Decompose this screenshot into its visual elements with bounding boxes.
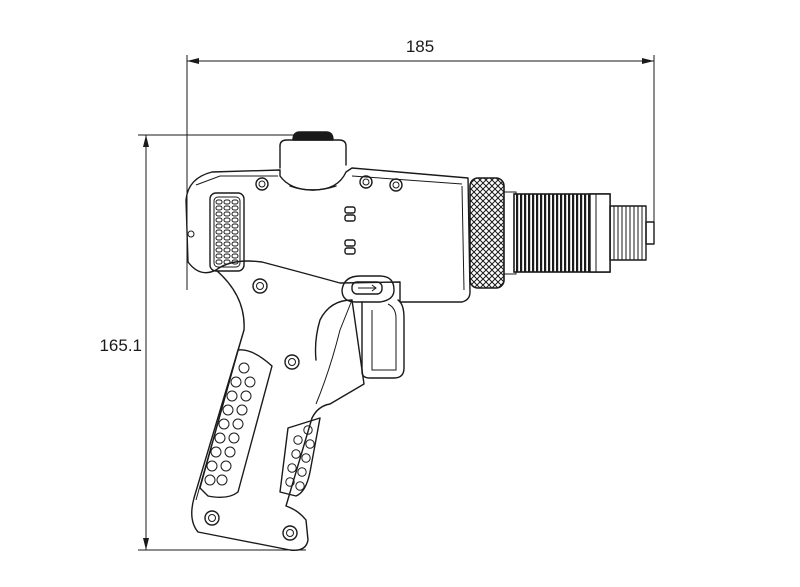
bottom-screw-left: [204, 510, 220, 526]
arrow-top: [143, 135, 149, 147]
rear-screw: [187, 230, 195, 238]
chuck-collar: [513, 193, 611, 273]
width-label: 185: [406, 37, 434, 56]
tool-outline: [185, 131, 655, 551]
arrow-bottom: [143, 538, 149, 550]
height-label: 165.1: [99, 336, 142, 355]
arrow-left: [187, 58, 199, 64]
body-housing: [185, 167, 471, 303]
bit-holder: [609, 205, 655, 261]
bottom-screw-right: [282, 525, 298, 541]
indicator-lights: [344, 206, 356, 255]
grip-pad-left: [199, 349, 273, 499]
direction-switch: [341, 275, 395, 303]
arrow-right: [642, 58, 654, 64]
vent-slots: [215, 199, 239, 265]
top-button: [279, 131, 347, 191]
knurled-ring: [469, 177, 517, 289]
height-dimension: 165.1: [99, 134, 322, 551]
trigger: [361, 299, 405, 379]
body-screws: [252, 175, 403, 370]
vent-grille: [209, 192, 245, 272]
handle: [191, 269, 365, 551]
grip-pad-right: [279, 417, 321, 497]
